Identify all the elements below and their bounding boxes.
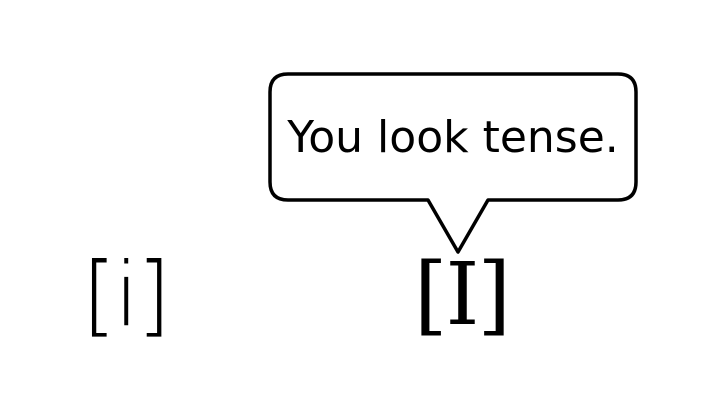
phonetic-symbol-lax-i: [I] [414,245,511,345]
speech-bubble-text: You look tense. [287,111,619,163]
phonetic-symbol-tense-i: [i] [82,243,171,346]
